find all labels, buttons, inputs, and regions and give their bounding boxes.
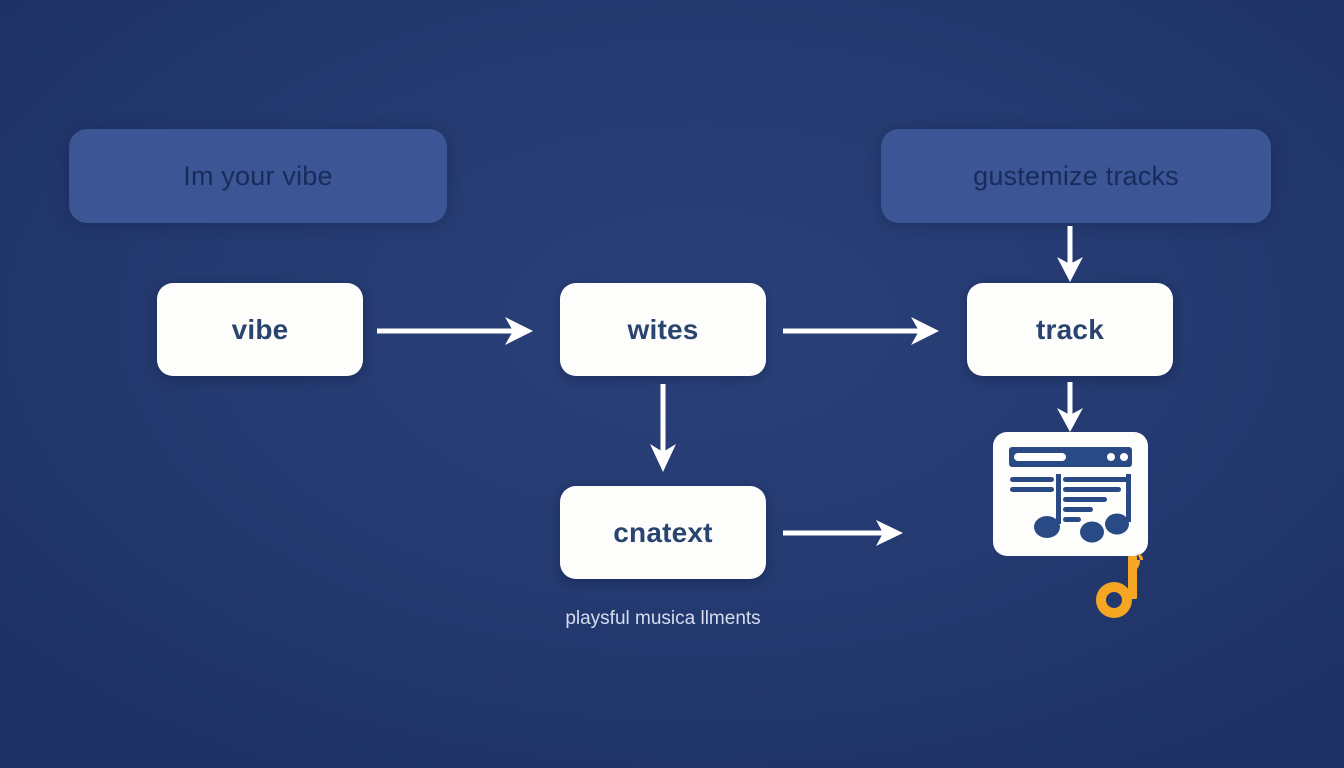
arrow-wites-to-track	[783, 315, 943, 347]
node-cnatext[interactable]: cnatext	[560, 486, 766, 579]
header-pill-right-label: gustemize tracks	[973, 160, 1179, 191]
node-wites-label: wites	[627, 313, 699, 345]
header-pill-left[interactable]: Im your vibe	[69, 129, 447, 223]
arrow-vibe-to-wites	[377, 315, 537, 347]
arrow-track-to-card	[1054, 382, 1086, 434]
arrow-wites-to-cnatext	[647, 384, 679, 474]
arrow-header-to-track	[1054, 226, 1086, 284]
arrow-cnatext-to-card	[783, 517, 907, 549]
node-track-label: track	[1036, 313, 1104, 345]
node-vibe[interactable]: vibe	[157, 283, 363, 376]
header-pill-right[interactable]: gustemize tracks	[881, 129, 1271, 223]
caption-text: playsful musica llments	[565, 608, 761, 629]
node-vibe-label: vibe	[231, 313, 289, 345]
caption-playful-musical-elements: playsful musica llments	[463, 608, 863, 630]
node-wites[interactable]: wites	[560, 283, 766, 376]
node-track[interactable]: track	[967, 283, 1173, 376]
node-cnatext-label: cnatext	[613, 516, 713, 548]
header-pill-left-label: Im your vibe	[183, 160, 333, 191]
music-player-card-icon[interactable]	[993, 432, 1168, 622]
